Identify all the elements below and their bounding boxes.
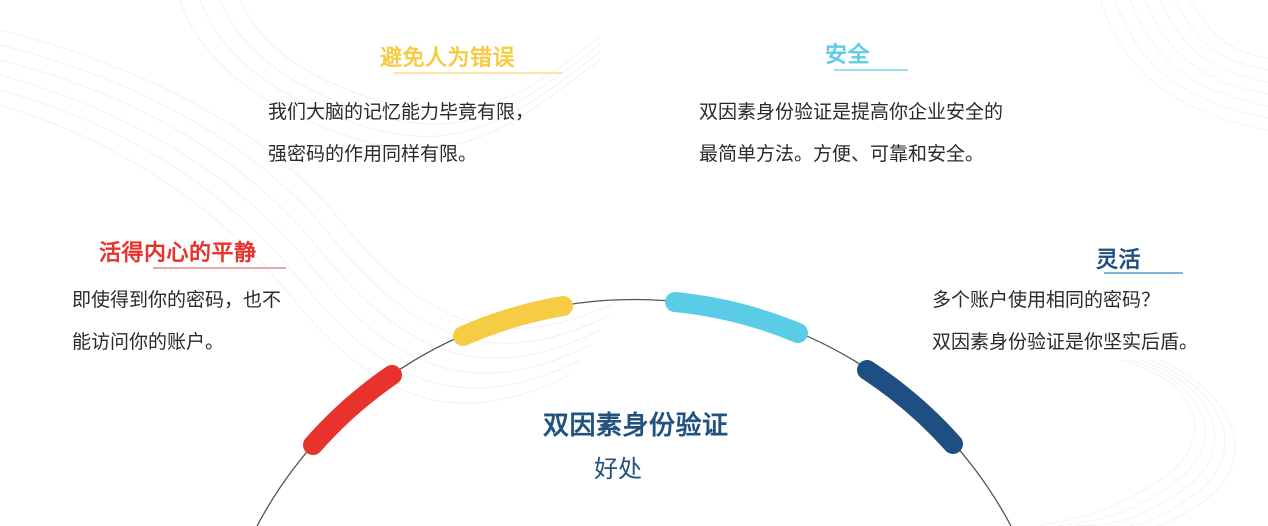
description-line: 强密码的作用同样有限。 <box>268 143 478 165</box>
description-line: 我们大脑的记忆能力毕竟有限， <box>268 101 535 123</box>
benefit-description: 我们大脑的记忆能力毕竟有限， 强密码的作用同样有限。 <box>268 91 534 175</box>
benefit-title: 安全 <box>825 43 871 68</box>
description-line: 双因素身份验证是你坚实后盾。 <box>932 331 1199 353</box>
description-line: 能访问你的账户。 <box>72 331 225 353</box>
arc-segment-yellow <box>453 296 573 346</box>
arc-segment-red <box>303 365 402 455</box>
description-line: 双因素身份验证是提高你企业安全的 <box>699 101 1004 123</box>
title-underline <box>834 69 908 71</box>
description-line: 最简单方法。方便、可靠和安全。 <box>699 143 985 165</box>
center-subtitle: 好处 <box>594 455 642 483</box>
arc-segment-blue <box>857 360 963 454</box>
description-line: 多个账户使用相同的密码？ <box>932 289 1161 311</box>
benefit-title: 灵活 <box>1096 248 1142 273</box>
benefit-title: 避免人为错误 <box>380 46 516 71</box>
benefit-description: 即使得到你的密码，也不 能访问你的账户。 <box>72 279 281 363</box>
arc-segment-cyan <box>665 292 808 343</box>
center-title: 双因素身份验证 <box>543 411 729 441</box>
title-underline <box>153 267 286 269</box>
title-underline <box>1104 272 1183 274</box>
benefit-title: 活得内心的平静 <box>99 241 257 266</box>
title-underline <box>393 72 563 74</box>
benefit-description: 多个账户使用相同的密码？ 双因素身份验证是你坚实后盾。 <box>932 279 1198 363</box>
description-line: 即使得到你的密码，也不 <box>72 289 282 311</box>
benefit-description: 双因素身份验证是提高你企业安全的 最简单方法。方便、可靠和安全。 <box>699 91 1003 175</box>
